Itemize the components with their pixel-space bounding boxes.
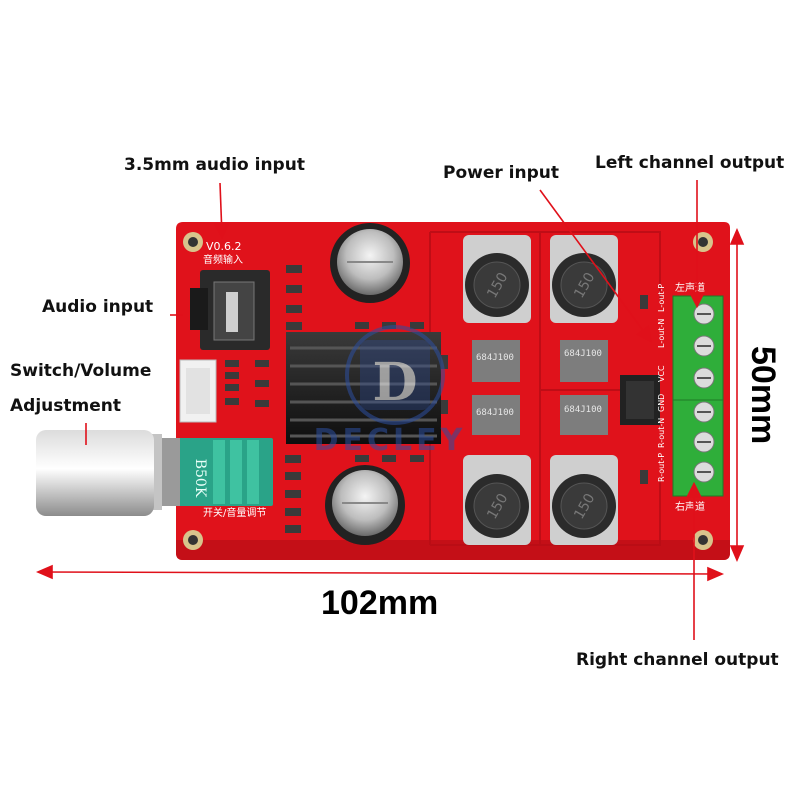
- audio-jack-35mm: [190, 270, 270, 350]
- inductor-2: 150: [550, 235, 618, 323]
- mounting-hole-tr: [693, 232, 713, 252]
- label-switch-volume: Switch/Volume: [10, 361, 152, 381]
- label-35mm-audio-input: 3.5mm audio input: [124, 155, 305, 175]
- switch-connector: [179, 359, 217, 423]
- film-cap-1-marking: 684J100: [476, 353, 514, 363]
- width-dimension-label: 102mm: [321, 584, 439, 622]
- label-adjustment: Adjustment: [10, 396, 121, 416]
- watermark-logo: D DECLEY: [314, 325, 467, 458]
- label-audio-input: Audio input: [42, 297, 154, 317]
- right-channel-cn-text: 右声道: [675, 500, 705, 513]
- inductor-1: 150: [463, 235, 531, 323]
- capacitor-top: [330, 223, 410, 303]
- capacitor-bottom: [325, 465, 405, 545]
- screw-terminal-left: [672, 295, 724, 401]
- inductor-3: 150: [463, 455, 531, 545]
- film-capacitors: [472, 340, 608, 435]
- screw-terminal-right: [672, 399, 724, 497]
- diode: [620, 375, 660, 425]
- terminal-label-3: VCC: [657, 365, 666, 382]
- width-dimension-line: [39, 571, 719, 575]
- pot-value-text: B50K: [192, 459, 208, 498]
- film-cap-3-marking: 684J100: [476, 408, 514, 418]
- leader-35mm-audio: [213, 182, 230, 240]
- watermark-letter: D: [372, 352, 417, 413]
- terminal-label-1: L-out-P: [657, 284, 666, 312]
- volume-knob: [36, 430, 154, 516]
- film-cap-2-marking: 684J100: [564, 349, 602, 359]
- dimension-arrows: [35, 227, 745, 582]
- film-cap-4-marking: 684J100: [564, 405, 602, 415]
- leader-power-input: [539, 189, 652, 343]
- terminal-label-2: L-out-N: [657, 319, 666, 348]
- terminal-label-4: GND: [657, 394, 666, 412]
- width-arrow-left: [35, 564, 53, 580]
- terminal-label-group: L-out-P L-out-N VCC GND R-out-N R-out-P: [657, 284, 666, 482]
- switch-volume-cn-text: 开关/音量调节: [203, 506, 266, 519]
- left-channel-cn-text: 左声道: [675, 281, 705, 294]
- width-arrow-right: [707, 566, 725, 582]
- volume-potentiometer: B50K: [36, 430, 273, 516]
- annotation-lines: [85, 180, 705, 640]
- board-version-text: V0.6.2: [206, 240, 242, 253]
- heatsink: [286, 332, 441, 444]
- label-right-channel-output: Right channel output: [576, 650, 779, 670]
- height-dimension-label: 50mm: [744, 346, 782, 445]
- height-arrow-top: [729, 227, 745, 245]
- label-power-input: Power input: [443, 163, 560, 183]
- inductor-4: 150: [550, 455, 618, 545]
- mounting-hole-bl: [183, 530, 203, 550]
- terminal-label-6: R-out-P: [657, 453, 666, 482]
- audio-input-cn-text: 音频输入: [203, 253, 243, 266]
- mounting-hole-br: [693, 530, 713, 550]
- watermark-text: DECLEY: [314, 423, 467, 458]
- mounting-hole-tl: [183, 232, 203, 252]
- label-left-channel-output: Left channel output: [595, 153, 785, 173]
- terminal-label-5: R-out-N: [657, 418, 666, 448]
- height-arrow-bottom: [729, 545, 745, 563]
